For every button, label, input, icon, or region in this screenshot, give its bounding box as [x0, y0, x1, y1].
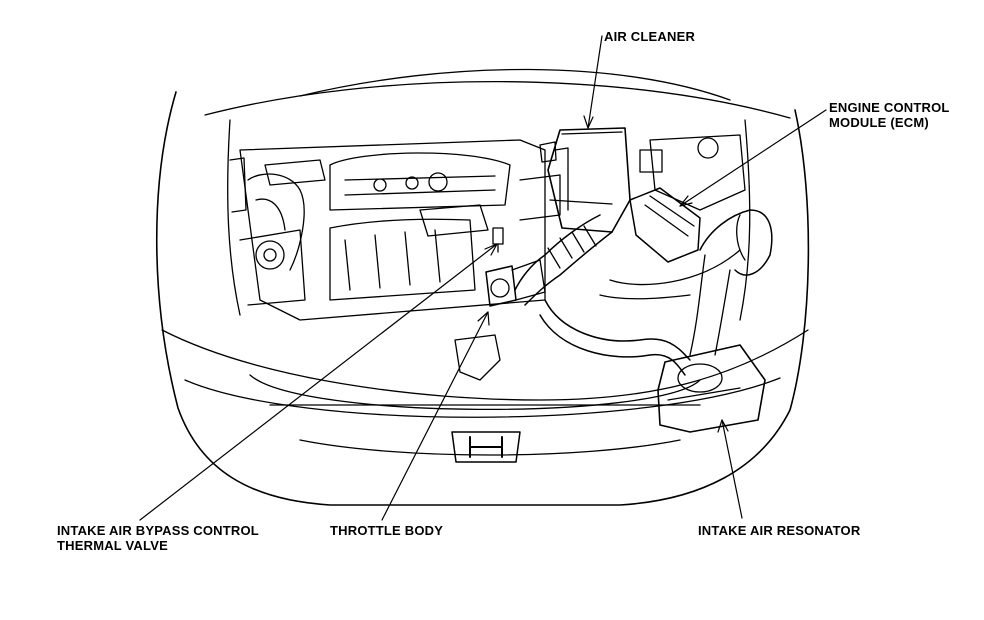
label-bypass-line1: INTAKE AIR BYPASS CONTROL — [57, 523, 259, 538]
label-resonator-text: INTAKE AIR RESONATOR — [698, 523, 861, 538]
arrow-throttle — [477, 311, 490, 326]
car-body-outline — [155, 68, 810, 506]
label-ecm-line1: ENGINE CONTROL — [829, 100, 950, 115]
leader-resonator — [721, 419, 743, 519]
leader-ecm — [679, 109, 827, 207]
arrow-resonator — [717, 419, 729, 433]
label-bypass-line2: THERMAL VALVE — [57, 538, 168, 553]
label-air-cleaner-text: AIR CLEANER — [604, 29, 696, 44]
arrow-bypass — [484, 243, 498, 256]
ecm-unit — [629, 187, 701, 263]
leader-bypass — [139, 243, 498, 521]
air-cleaner-box — [539, 127, 631, 233]
label-ecm: ENGINE CONTROL MODULE (ECM) — [829, 100, 950, 130]
label-ecm-line2: MODULE (ECM) — [829, 115, 929, 130]
label-throttle-text: THROTTLE BODY — [330, 523, 444, 538]
intake-hoses — [514, 214, 741, 376]
arrow-air-cleaner — [583, 115, 594, 129]
leader-throttle — [381, 311, 489, 521]
label-bypass-valve: INTAKE AIR BYPASS CONTROL THERMAL VALVE — [57, 523, 259, 553]
leader-air-cleaner — [587, 35, 603, 129]
label-throttle-body: THROTTLE BODY — [330, 523, 443, 538]
arrow-ecm — [679, 195, 693, 207]
intake-air-resonator — [657, 209, 773, 433]
label-air-cleaner: AIR CLEANER — [604, 29, 695, 44]
honda-emblem — [451, 431, 521, 463]
throttle-body — [485, 259, 546, 307]
engine-block — [229, 139, 561, 321]
thermal-valve — [492, 227, 504, 253]
right-bay-details — [639, 134, 746, 211]
label-intake-air-resonator: INTAKE AIR RESONATOR — [698, 523, 860, 538]
leader-lines — [139, 35, 827, 521]
hood-latch — [454, 334, 501, 381]
